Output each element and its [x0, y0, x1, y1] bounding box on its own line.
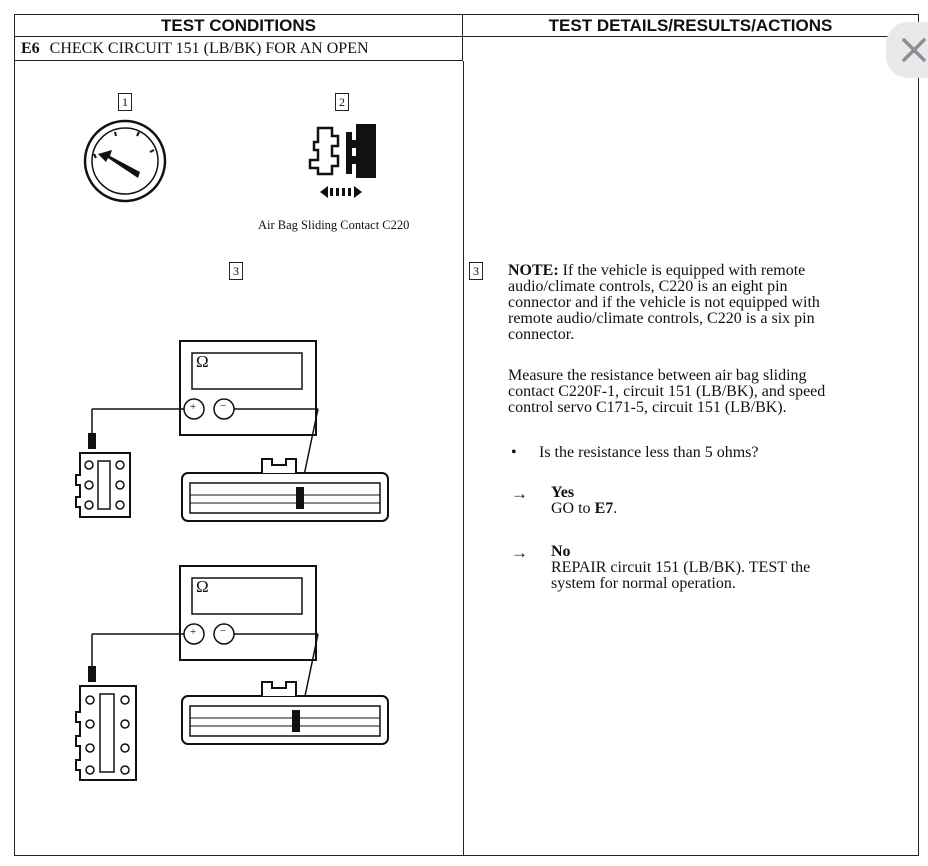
question-text: Is the resistance less than 5 ohms? — [539, 444, 759, 461]
measure-block: Measure the resistance between air bag s… — [508, 368, 825, 416]
close-button[interactable] — [886, 22, 928, 78]
note-line-4: remote audio/climate controls, C220 is a… — [508, 310, 815, 327]
note-block: NOTE: If the vehicle is equipped with re… — [508, 263, 820, 343]
meter-1-ohm-symbol: Ω — [196, 352, 209, 371]
step-id: E6 — [21, 40, 40, 57]
meter-1-minus: − — [220, 400, 227, 412]
meter-2-minus: − — [220, 625, 227, 637]
connector-c220-icon — [308, 124, 376, 198]
no-arrow-icon: → — [511, 543, 528, 562]
figure-box-1: 1 — [118, 93, 132, 111]
yes-label: Yes — [551, 484, 575, 501]
connector-caption: Air Bag Sliding Contact C220 — [258, 218, 410, 232]
no-label: No — [551, 543, 571, 560]
measure-line-1: Measure the resistance between air bag s… — [508, 367, 807, 384]
note-line-5: connector. — [508, 326, 575, 343]
close-icon — [902, 38, 926, 62]
no-answer: No REPAIR circuit 151 (LB/BK). TEST the … — [551, 544, 810, 592]
note-label: NOTE: — [508, 262, 559, 279]
yes-answer: Yes GO to E7. — [551, 485, 617, 517]
bullet-icon: • — [511, 444, 517, 461]
meter-diagram-1 — [75, 340, 389, 522]
step-title: CHECK CIRCUIT 151 (LB/BK) FOR AN OPEN — [49, 40, 369, 57]
meter-1-plus: + — [190, 401, 197, 413]
test-table: TEST CONDITIONS TEST DETAILS/RESULTS/ACT… — [14, 14, 919, 856]
details-ref-box: 3 — [469, 262, 483, 280]
measure-line-3: control servo C171-5, circuit 151 (LB/BK… — [508, 399, 787, 416]
figure-box-3: 3 — [229, 262, 243, 280]
header-test-details: TEST DETAILS/RESULTS/ACTIONS — [463, 15, 918, 37]
yes-arrow-icon: → — [511, 484, 528, 503]
figure-box-2: 2 — [335, 93, 349, 111]
column-divider — [463, 61, 464, 855]
note-line-2: audio/climate controls, C220 is an eight… — [508, 278, 788, 295]
header-test-conditions: TEST CONDITIONS — [15, 15, 463, 37]
no-line-1: REPAIR circuit 151 (LB/BK). TEST the — [551, 559, 811, 576]
ignition-switch-icon — [83, 119, 167, 203]
meter-2-ohm-symbol: Ω — [196, 577, 209, 596]
meter-2-plus: + — [190, 626, 197, 638]
yes-action: GO to E7. — [551, 500, 618, 517]
measure-line-2: contact C220F-1, circuit 151 (LB/BK), an… — [508, 383, 826, 400]
note-line-3: connector and if the vehicle is not equi… — [508, 294, 820, 311]
yes-action-target: E7 — [594, 500, 614, 517]
step-row: E6 CHECK CIRCUIT 151 (LB/BK) FOR AN OPEN — [15, 37, 463, 61]
meter-diagram-2 — [75, 565, 389, 781]
note-line-1: NOTE: If the vehicle is equipped with re… — [508, 262, 806, 279]
no-line-2: system for normal operation. — [551, 575, 736, 592]
